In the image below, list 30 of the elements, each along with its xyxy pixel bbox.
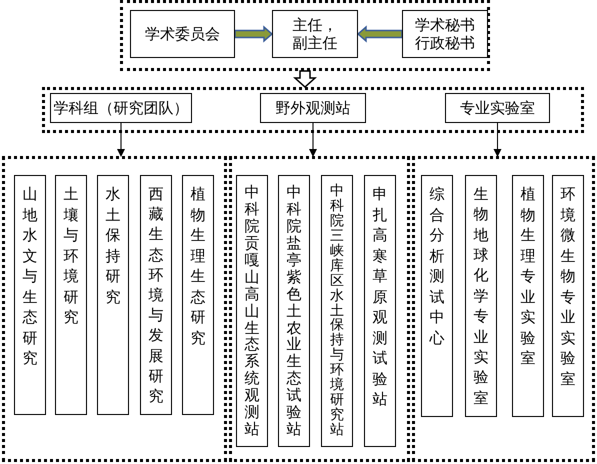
label-box: 中科院盐亭紫色土农业生态试验站 [278, 175, 310, 447]
dotted-frame [229, 156, 410, 462]
arrow [309, 122, 317, 157]
arrow [117, 122, 125, 157]
label-box: 综合分析测试中心 [421, 175, 453, 417]
label-box: 西藏生态环境与发展研究 [140, 175, 172, 415]
label-box: 专业实验室 [445, 93, 550, 123]
dotted-frame [2, 156, 227, 462]
label-box: 中科院贡嘎山高山生态系统观测站 [236, 175, 268, 447]
label-box: 野外观测站 [260, 93, 366, 123]
dotted-frame [412, 156, 595, 462]
dotted-frame [120, 0, 490, 71]
label-box: 生物地球化学专业实验室 [465, 175, 497, 417]
label-box: 山地水文与生态研究 [14, 175, 46, 415]
label-box: 中科院三峡库区水土保持与环境研究站 [321, 175, 353, 447]
arrow [293, 70, 317, 88]
label-box: 环境微生物专业实验室 [552, 175, 584, 417]
arrow [234, 25, 274, 43]
label-box: 植物生理生态研究 [182, 175, 214, 415]
dotted-frame [42, 87, 584, 133]
label-box: 申扎高寒草原观测试验站 [364, 175, 396, 447]
label-box: 学科组（研究团队） [50, 93, 192, 123]
label-box: 学术秘书行政秘书 [402, 10, 488, 58]
label-box: 学术委员会 [130, 10, 235, 58]
arrow [356, 25, 403, 43]
label-box: 植物生理专业实验室 [512, 175, 544, 417]
label-box: 水土保持研究 [97, 175, 129, 415]
label-box: 土壤与环境研究 [55, 175, 87, 415]
arrow [494, 122, 502, 157]
label-box: 主任，副主任 [272, 10, 358, 58]
